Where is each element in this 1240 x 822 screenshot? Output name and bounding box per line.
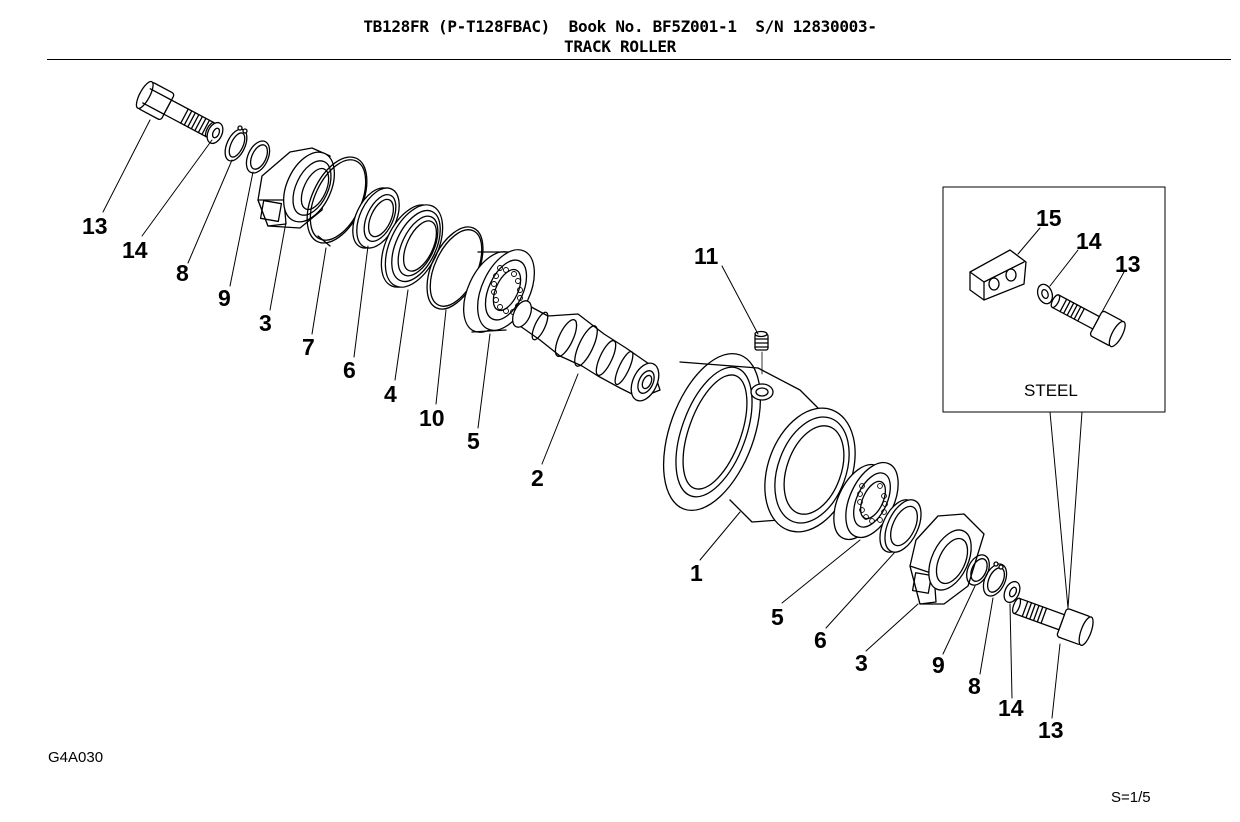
inset-pointer (1049, 411, 1083, 609)
leader-lines (102, 119, 1061, 719)
seal-6-upper (352, 187, 400, 249)
callout-1: 1 (690, 560, 703, 586)
snap-ring-8-upper (224, 125, 248, 162)
washer-14-lower (1003, 580, 1021, 604)
callout-5-upper: 5 (467, 428, 480, 454)
shaft-2 (511, 300, 661, 402)
washer-14-inset (1036, 283, 1054, 305)
bolt-13-inset (1050, 294, 1126, 348)
callout-11: 11 (694, 243, 719, 269)
inset-steel-variant: 15 14 13 STEEL (942, 186, 1166, 609)
callout-9-lower: 9 (932, 652, 945, 678)
callout-8-upper: 8 (176, 260, 189, 286)
header-title-line: TB128FR (P-T128FBAC) Book No. BF5Z001-1 … (363, 17, 877, 36)
callout-10: 10 (419, 405, 445, 431)
collar-3-upper (257, 147, 335, 229)
callout-7: 7 (302, 334, 315, 360)
callout-4: 4 (384, 381, 397, 407)
bearing-5-upper (463, 249, 535, 333)
callout-6-lower: 6 (814, 627, 827, 653)
figure-code: G4A030 (48, 749, 104, 766)
roller-body-1 (662, 352, 856, 533)
callout-3-upper: 3 (259, 310, 272, 336)
o-ring-9-upper (245, 140, 271, 174)
callout-15-inset: 15 (1036, 205, 1062, 231)
bolt-13-lower (1011, 597, 1094, 646)
scale-note: S=1/5 (1111, 789, 1151, 806)
callout-13-upper: 13 (82, 213, 108, 239)
bolt-13-upper (135, 80, 216, 138)
seal-6-lower (879, 499, 922, 553)
plate-15 (969, 249, 1027, 301)
plug-11 (754, 330, 769, 375)
callout-2: 2 (531, 465, 544, 491)
callout-14-lower: 14 (998, 695, 1024, 721)
inset-label: STEEL (1024, 381, 1078, 400)
header-subtitle-line: TRACK ROLLER (564, 37, 676, 56)
callout-labels: 13 14 8 9 3 7 6 4 10 5 2 11 1 5 6 3 9 8 … (82, 213, 1064, 743)
header-divider (47, 59, 1231, 60)
callout-3-lower: 3 (855, 650, 868, 676)
callout-8-lower: 8 (968, 673, 981, 699)
callout-13-lower: 13 (1038, 717, 1064, 743)
callout-14-upper: 14 (122, 237, 148, 263)
callout-14-inset: 14 (1076, 228, 1102, 254)
collar-3-lower (909, 513, 985, 605)
inset-leader-lines (1017, 227, 1125, 313)
callout-13-inset: 13 (1115, 251, 1141, 277)
snap-ring-8-lower (982, 561, 1008, 597)
callout-5-lower: 5 (771, 604, 784, 630)
callout-6-upper: 6 (343, 357, 356, 383)
callout-9-upper: 9 (218, 285, 231, 311)
